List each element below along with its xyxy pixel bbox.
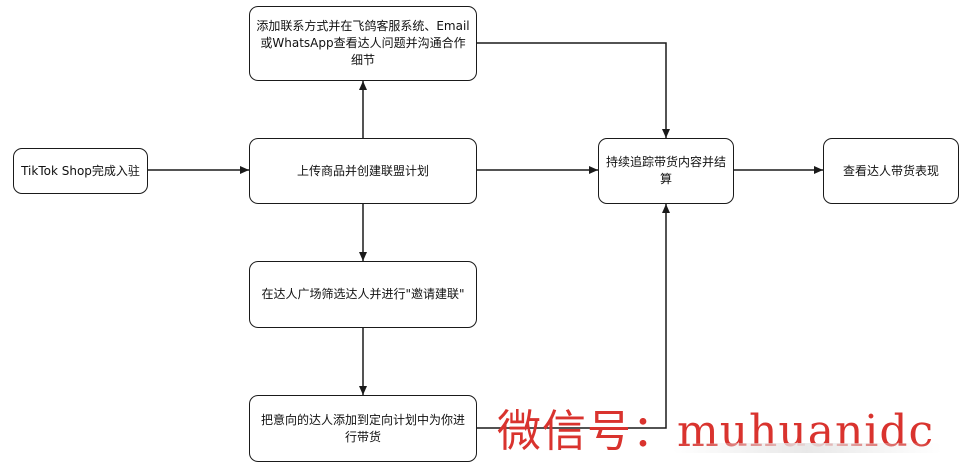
node-review-label: 查看达人带货表现 — [842, 163, 939, 178]
watermark-text: 微信号：muhuanidc — [497, 406, 935, 457]
node-upload: 上传商品并创建联盟计划 — [249, 138, 477, 204]
node-add-plan: 把意向的达人添加到定向计划中为你进行带货 — [249, 395, 477, 462]
node-register-label: TikTok Shop完成入驻 — [21, 163, 140, 178]
node-add-plan-label: 把意向的达人添加到定向计划中为你进行带货 — [260, 412, 465, 444]
watermark: 微信号：muhuanidc — [497, 393, 967, 471]
edge-contact-to-track — [477, 42, 670, 138]
node-track: 持续追踪带货内容并结算 — [598, 138, 734, 204]
node-contact-label: 添加联系方式并在飞鸽客服系统、Email或WhatsApp查看达人问题并沟通合作… — [256, 19, 470, 67]
edge-add_plan-to-track — [477, 204, 670, 429]
node-review: 查看达人带货表现 — [823, 138, 959, 204]
node-register: TikTok Shop完成入驻 — [13, 148, 148, 194]
node-filter-label: 在达人广场筛选达人并进行"邀请建联" — [261, 287, 465, 301]
node-upload-label: 上传商品并创建联盟计划 — [296, 163, 429, 178]
node-track-label: 持续追踪带货内容并结算 — [605, 155, 726, 186]
node-contact: 添加联系方式并在飞鸽客服系统、Email或WhatsApp查看达人问题并沟通合作… — [249, 6, 477, 81]
watermark-smear — [672, 443, 942, 453]
node-filter: 在达人广场筛选达人并进行"邀请建联" — [249, 261, 477, 328]
